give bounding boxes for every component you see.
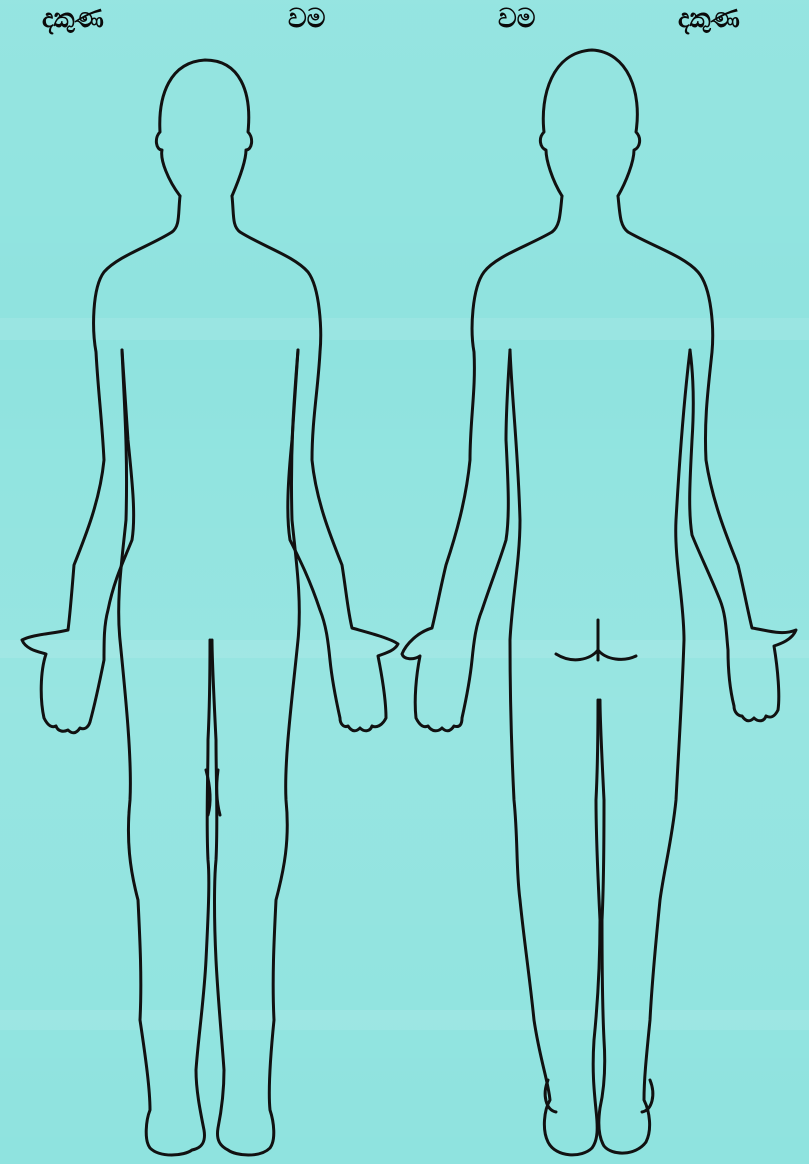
back-torso-inner-left <box>510 350 600 1155</box>
back-head-outline <box>540 50 639 196</box>
front-right-knee-mark <box>217 770 220 815</box>
back-body-figure <box>402 50 796 1155</box>
front-body-right-outline <box>232 196 398 731</box>
back-body-left-outline <box>402 196 562 731</box>
back-torso-inner-right <box>599 350 690 1153</box>
front-head-outline <box>156 60 251 196</box>
back-body-right-outline <box>618 196 796 721</box>
back-buttocks-line <box>556 650 636 660</box>
front-body-figure <box>22 60 398 1155</box>
front-torso-inner-right <box>212 350 299 1155</box>
front-body-left-outline <box>22 196 180 733</box>
